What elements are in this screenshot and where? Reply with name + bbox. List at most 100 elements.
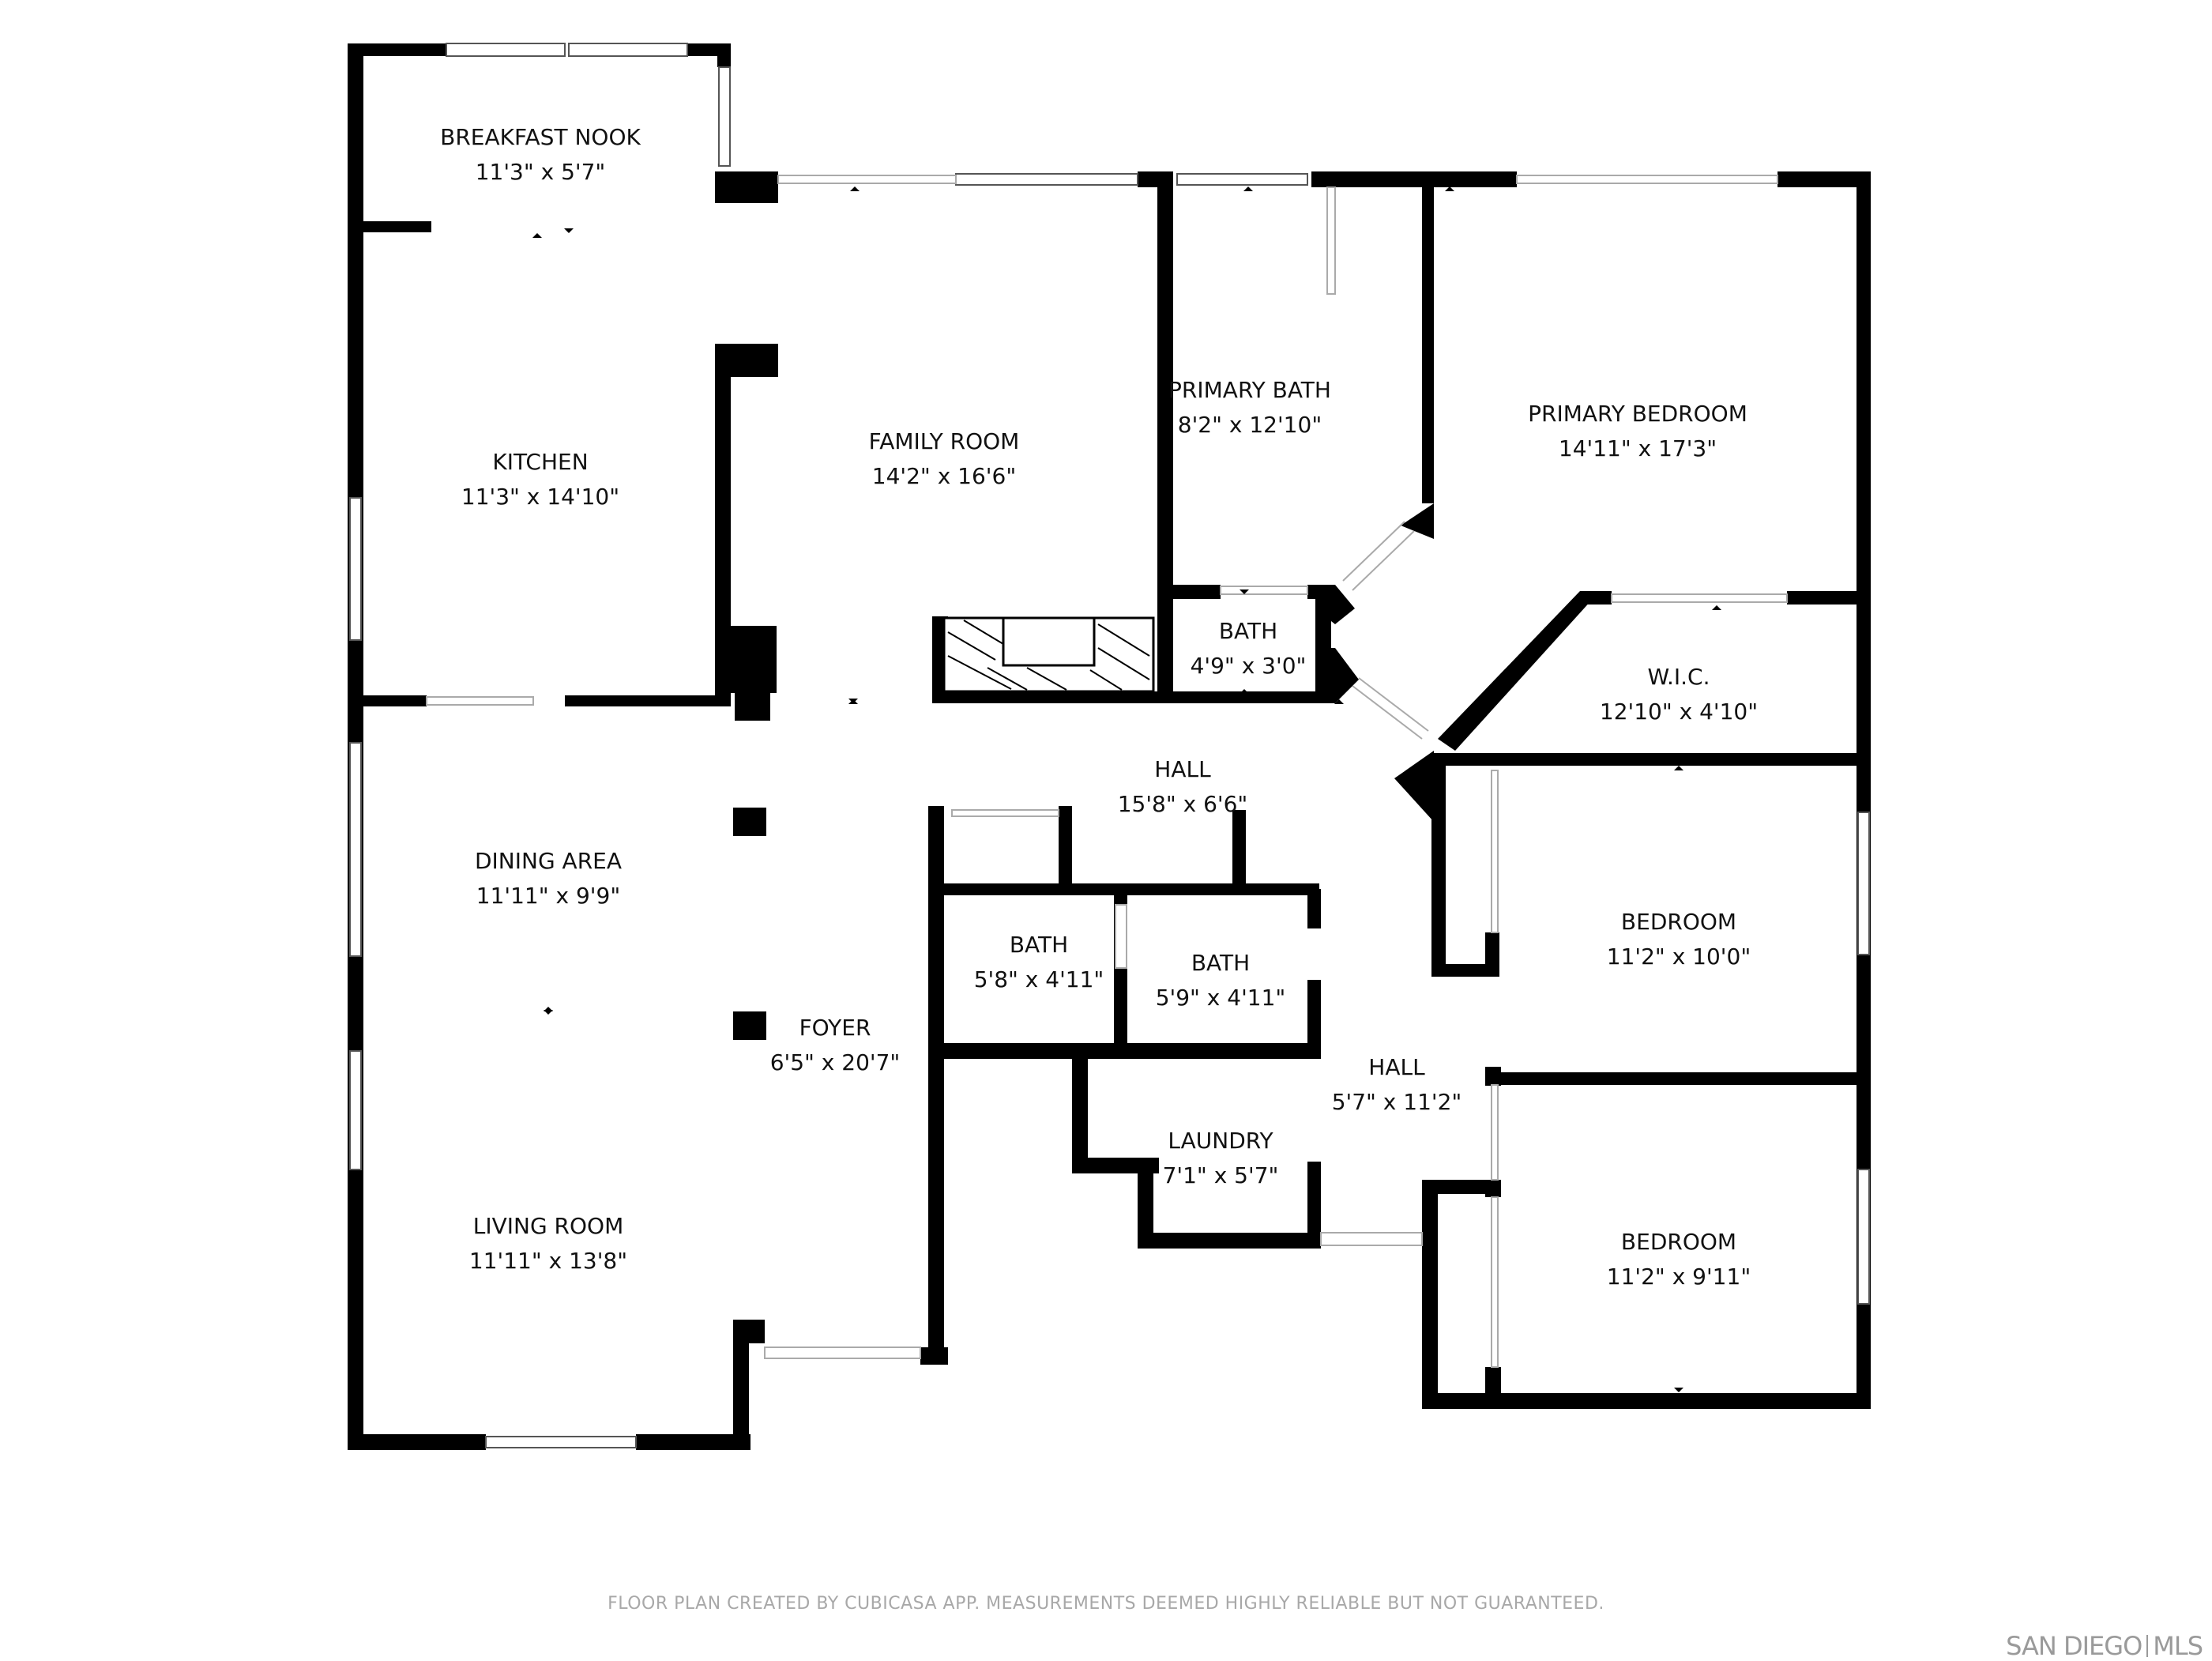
opening-angle-1b bbox=[1352, 530, 1415, 591]
opening-bed1-west bbox=[1491, 770, 1499, 933]
wall-laundry-west bbox=[1072, 1051, 1088, 1169]
room-name: BATH bbox=[1219, 618, 1277, 644]
mls-logo-separator bbox=[2146, 1635, 2149, 1657]
room-dimensions: 5'7" x 11'2" bbox=[1332, 1089, 1462, 1115]
wall-bedroom1-notch bbox=[1431, 964, 1495, 977]
wall-bedroom2-stub bbox=[1485, 1180, 1501, 1197]
opening-laundry-bottom bbox=[1320, 1232, 1423, 1246]
wall-bath-top-left bbox=[1157, 585, 1221, 599]
room-name: LAUNDRY bbox=[1168, 1128, 1273, 1154]
opening-wic-top bbox=[1611, 593, 1788, 603]
column-1 bbox=[733, 808, 766, 836]
door-openings bbox=[426, 175, 1788, 1368]
window-dining-west bbox=[349, 742, 362, 957]
window-kitchen-west bbox=[349, 497, 362, 641]
wall-bedroom2-bottom bbox=[1422, 1393, 1871, 1409]
wall-east bbox=[1856, 171, 1871, 1407]
window-bedroom1-east bbox=[1857, 812, 1870, 955]
room-dimensions: 14'2" x 16'6" bbox=[872, 463, 1016, 489]
wall-bedroom1-west bbox=[1431, 755, 1446, 976]
wall-family-corner bbox=[715, 171, 778, 203]
disclaimer-text: FLOOR PLAN CREATED BY CUBICASA APP. MEAS… bbox=[608, 1594, 1604, 1614]
room-name: PRIMARY BATH bbox=[1168, 377, 1331, 403]
wall-hall-corner bbox=[1394, 751, 1434, 822]
opening-bath-divider bbox=[1115, 904, 1127, 969]
wall-bedroom-divider-stub bbox=[1485, 1067, 1501, 1086]
opening-foyer-bottom bbox=[764, 1347, 921, 1359]
wall-wic-angle bbox=[1438, 591, 1600, 751]
room-dimensions: 5'9" x 4'11" bbox=[1156, 985, 1286, 1011]
angled-openings bbox=[1342, 521, 1429, 740]
window-bedroom2-east bbox=[1857, 1169, 1870, 1305]
window-living-west bbox=[349, 1050, 362, 1170]
wall-nook-top-left bbox=[348, 43, 446, 56]
opening-angle-1 bbox=[1342, 521, 1405, 582]
wall-kitchen-bottom-left bbox=[348, 695, 427, 706]
opening-bath-pocket bbox=[1326, 186, 1336, 295]
room-name: BATH bbox=[1010, 932, 1068, 958]
wall-living-bottom-left bbox=[348, 1434, 486, 1450]
opening-bed-top bbox=[1516, 175, 1778, 184]
wall-bath-top bbox=[1311, 171, 1517, 187]
room-dimensions: 11'3" x 5'7" bbox=[476, 159, 606, 185]
wall-closet-stub bbox=[1232, 810, 1246, 889]
room-name: FOYER bbox=[799, 1015, 871, 1041]
wall-primary-bath-east bbox=[1422, 171, 1434, 503]
room-dimensions: 11'3" x 14'10" bbox=[461, 484, 619, 510]
wall-foyer-bottom bbox=[920, 1347, 948, 1365]
room-dimensions: 6'5" x 20'7" bbox=[770, 1049, 901, 1075]
column-2 bbox=[733, 1011, 766, 1040]
wall-baths-bottom bbox=[940, 1043, 1319, 1059]
opening-angle-2b bbox=[1358, 677, 1429, 732]
room-dimensions: 5'8" x 4'11" bbox=[974, 966, 1104, 992]
room-dimensions: 12'10" x 4'10" bbox=[1600, 699, 1758, 725]
room-name: BREAKFAST NOOK bbox=[440, 124, 641, 150]
window-family-2 bbox=[1176, 173, 1308, 186]
wall-angled-3 bbox=[1315, 648, 1359, 703]
fireplace-insert bbox=[1002, 616, 1096, 667]
room-name: KITCHEN bbox=[492, 449, 588, 475]
wall-bedroom1-notch-2 bbox=[1485, 932, 1499, 977]
fireplace bbox=[942, 616, 1155, 693]
room-name: HALL bbox=[1154, 756, 1211, 782]
opening-bed2-west-2 bbox=[1491, 1196, 1499, 1368]
wall-laundry-step bbox=[1072, 1158, 1159, 1173]
wall-angled-1 bbox=[1401, 503, 1434, 539]
wall-baths-east-2 bbox=[1307, 980, 1321, 1059]
wall-living-corner bbox=[733, 1320, 765, 1343]
opening-angle-2 bbox=[1352, 685, 1423, 740]
room-name: LIVING ROOM bbox=[473, 1213, 624, 1239]
wall-wic-bottom bbox=[1434, 753, 1871, 766]
window-family-1 bbox=[955, 173, 1138, 186]
room-name: HALL bbox=[1368, 1054, 1425, 1080]
wall-baths-top bbox=[940, 883, 1319, 895]
room-name: PRIMARY BEDROOM bbox=[1528, 401, 1747, 427]
wall-kitchen-east-bot bbox=[715, 626, 777, 693]
wall-living-bottom-right bbox=[636, 1434, 750, 1450]
wall-laundry-step-2 bbox=[1138, 1158, 1153, 1249]
mls-logo-left: SAN DIEGO bbox=[2006, 1631, 2142, 1661]
wall-baths-east bbox=[1307, 889, 1321, 928]
window-nook-top-2 bbox=[568, 43, 688, 57]
room-dimensions: 7'1" x 5'7" bbox=[1163, 1162, 1279, 1188]
wall-wic-top-right bbox=[1787, 591, 1871, 605]
room-dimensions: 4'9" x 3'0" bbox=[1191, 653, 1307, 679]
room-dimensions: 14'11" x 17'3" bbox=[1559, 435, 1717, 461]
room-labels: BREAKFAST NOOK 11'3" x 5'7" KITCHEN 11'3… bbox=[440, 124, 1758, 1290]
room-dimensions: 15'8" x 6'6" bbox=[1118, 791, 1248, 817]
wall-fireplace-bottom bbox=[932, 691, 1331, 703]
opening-bed2-west bbox=[1491, 1084, 1499, 1181]
window-living-bottom bbox=[485, 1436, 637, 1448]
opening-family-top bbox=[777, 175, 957, 184]
room-dimensions: 11'2" x 9'11" bbox=[1607, 1264, 1751, 1290]
wall-nook-east bbox=[717, 43, 731, 67]
wall-nook-stub bbox=[354, 221, 431, 232]
opening-closet-top bbox=[951, 809, 1059, 817]
room-dimensions: 11'11" x 13'8" bbox=[469, 1248, 627, 1274]
wall-bed-top bbox=[1778, 171, 1871, 187]
window-nook-top-1 bbox=[446, 43, 566, 57]
wall-bedroom2-west-top bbox=[1422, 1180, 1501, 1194]
room-name: DINING AREA bbox=[475, 848, 622, 874]
room-name: BEDROOM bbox=[1621, 1229, 1736, 1255]
